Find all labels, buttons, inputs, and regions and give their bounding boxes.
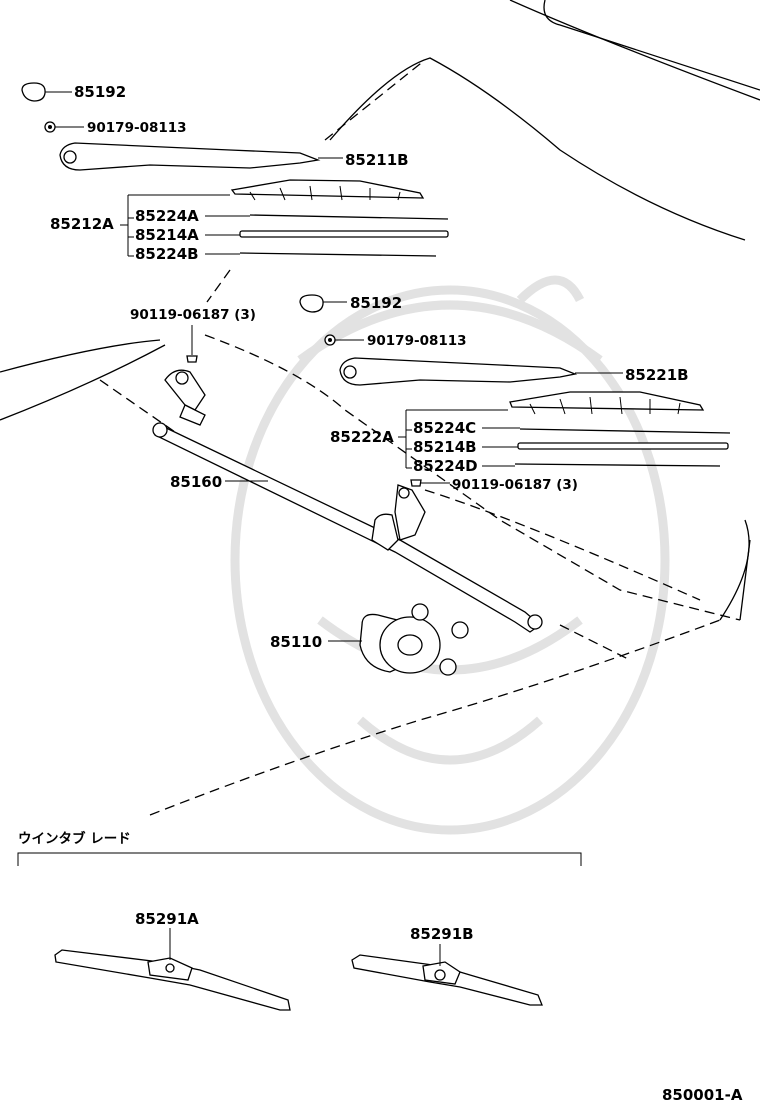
bolt-right: 90119-06187 (3)	[410, 477, 578, 493]
cap-lower-label: 85192	[350, 294, 402, 312]
plate-left-label: 85214A	[135, 226, 199, 244]
winter-blade-a: 85291A	[54, 910, 291, 1011]
rubber-right-d-label: 85224D	[413, 457, 478, 475]
bolt-left-label: 90119-06187 (3)	[130, 307, 256, 323]
watermark	[230, 275, 670, 835]
wiper-arm-left-label: 85211B	[345, 151, 409, 169]
wiper-arm-left: 85211B	[59, 142, 409, 171]
vehicle-outline	[0, 0, 760, 816]
nut-upper: 90179-08113	[44, 120, 187, 136]
rubber-right-c-label: 85224C	[413, 419, 476, 437]
cap-lower: 85192	[299, 294, 402, 313]
rubber-left-a-label: 85224A	[135, 207, 199, 225]
wiper-arm-right: 85221B	[339, 357, 689, 386]
blade-left-assy-label: 85212A	[50, 215, 114, 233]
nut-lower-label: 90179-08113	[367, 333, 467, 349]
nut-lower: 90179-08113	[324, 333, 467, 349]
winter-blade-section: ウインタブ レード	[17, 830, 582, 866]
wiper-motor: 85110	[270, 603, 469, 676]
wiper-arm-right-label: 85221B	[625, 366, 689, 384]
motor-assy-label: 85110	[270, 633, 322, 651]
cap-upper-label: 85192	[74, 83, 126, 101]
blade-b-label: 85291B	[410, 925, 474, 943]
section-title: ウインタブ レード	[18, 830, 131, 847]
figure-code: 850001-A	[662, 1086, 743, 1104]
link-assy-label: 85160	[170, 473, 222, 491]
cap-upper: 85192	[21, 82, 126, 102]
blade-right-assy-label: 85222A	[330, 428, 394, 446]
wiper-link-assy: 85160	[152, 369, 543, 633]
rubber-left-b-label: 85224B	[135, 245, 199, 263]
winter-blade-b: 85291B	[351, 925, 543, 1006]
blade-left-assy: 85212A 85224A 85214A 85224B	[50, 179, 449, 263]
bolt-right-label: 90119-06187 (3)	[452, 477, 578, 493]
nut-upper-label: 90179-08113	[87, 120, 187, 136]
plate-right-label: 85214B	[413, 438, 477, 456]
bolt-left: 90119-06187 (3)	[130, 269, 256, 363]
blade-right-assy: 85222A 85224C 85214B 85224D	[330, 391, 731, 475]
blade-a-label: 85291A	[135, 910, 199, 928]
